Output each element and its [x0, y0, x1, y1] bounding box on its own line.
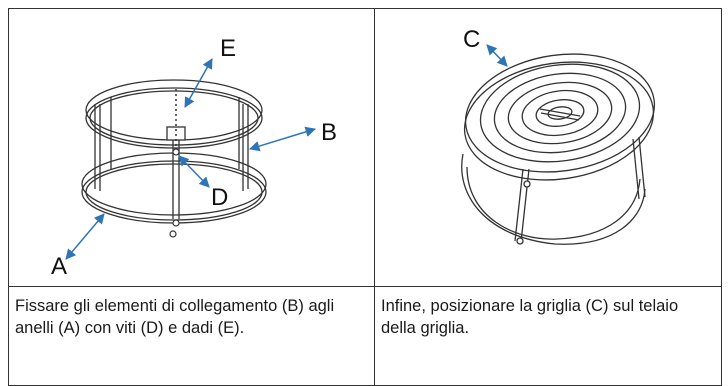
caption-right-text: Infine, posizionare la griglia (C) sul t…	[381, 297, 679, 337]
top-ring	[85, 79, 263, 149]
label-d: D	[211, 184, 228, 211]
label-e: E	[220, 35, 236, 62]
label-c: C	[463, 26, 480, 53]
label-a: A	[51, 253, 67, 280]
caption-right: Infine, posizionare la griglia (C) sul t…	[374, 286, 722, 386]
nut-bracket	[166, 89, 186, 238]
caption-left: Fissare gli elementi di collegamento (B)…	[8, 286, 375, 386]
grill-top	[463, 53, 656, 181]
frame-illustration-cell: E B D A	[8, 8, 375, 287]
caption-left-text: Fissare gli elementi di collegamento (B)…	[15, 297, 335, 337]
illustration-row: E B D A	[8, 8, 722, 287]
grill-illustration-cell: C	[374, 8, 722, 287]
frame-illustration: E B D A	[51, 35, 337, 280]
label-b: B	[321, 119, 337, 146]
grill-frame	[461, 136, 646, 245]
grill-illustration: C	[461, 26, 656, 245]
instruction-table: E B D A	[8, 8, 722, 386]
caption-row: Fissare gli elementi di collegamento (B)…	[8, 286, 722, 386]
callout-arrows	[65, 58, 317, 260]
instruction-sheet: E B D A	[8, 8, 722, 386]
callout-arrow-c	[486, 44, 508, 67]
